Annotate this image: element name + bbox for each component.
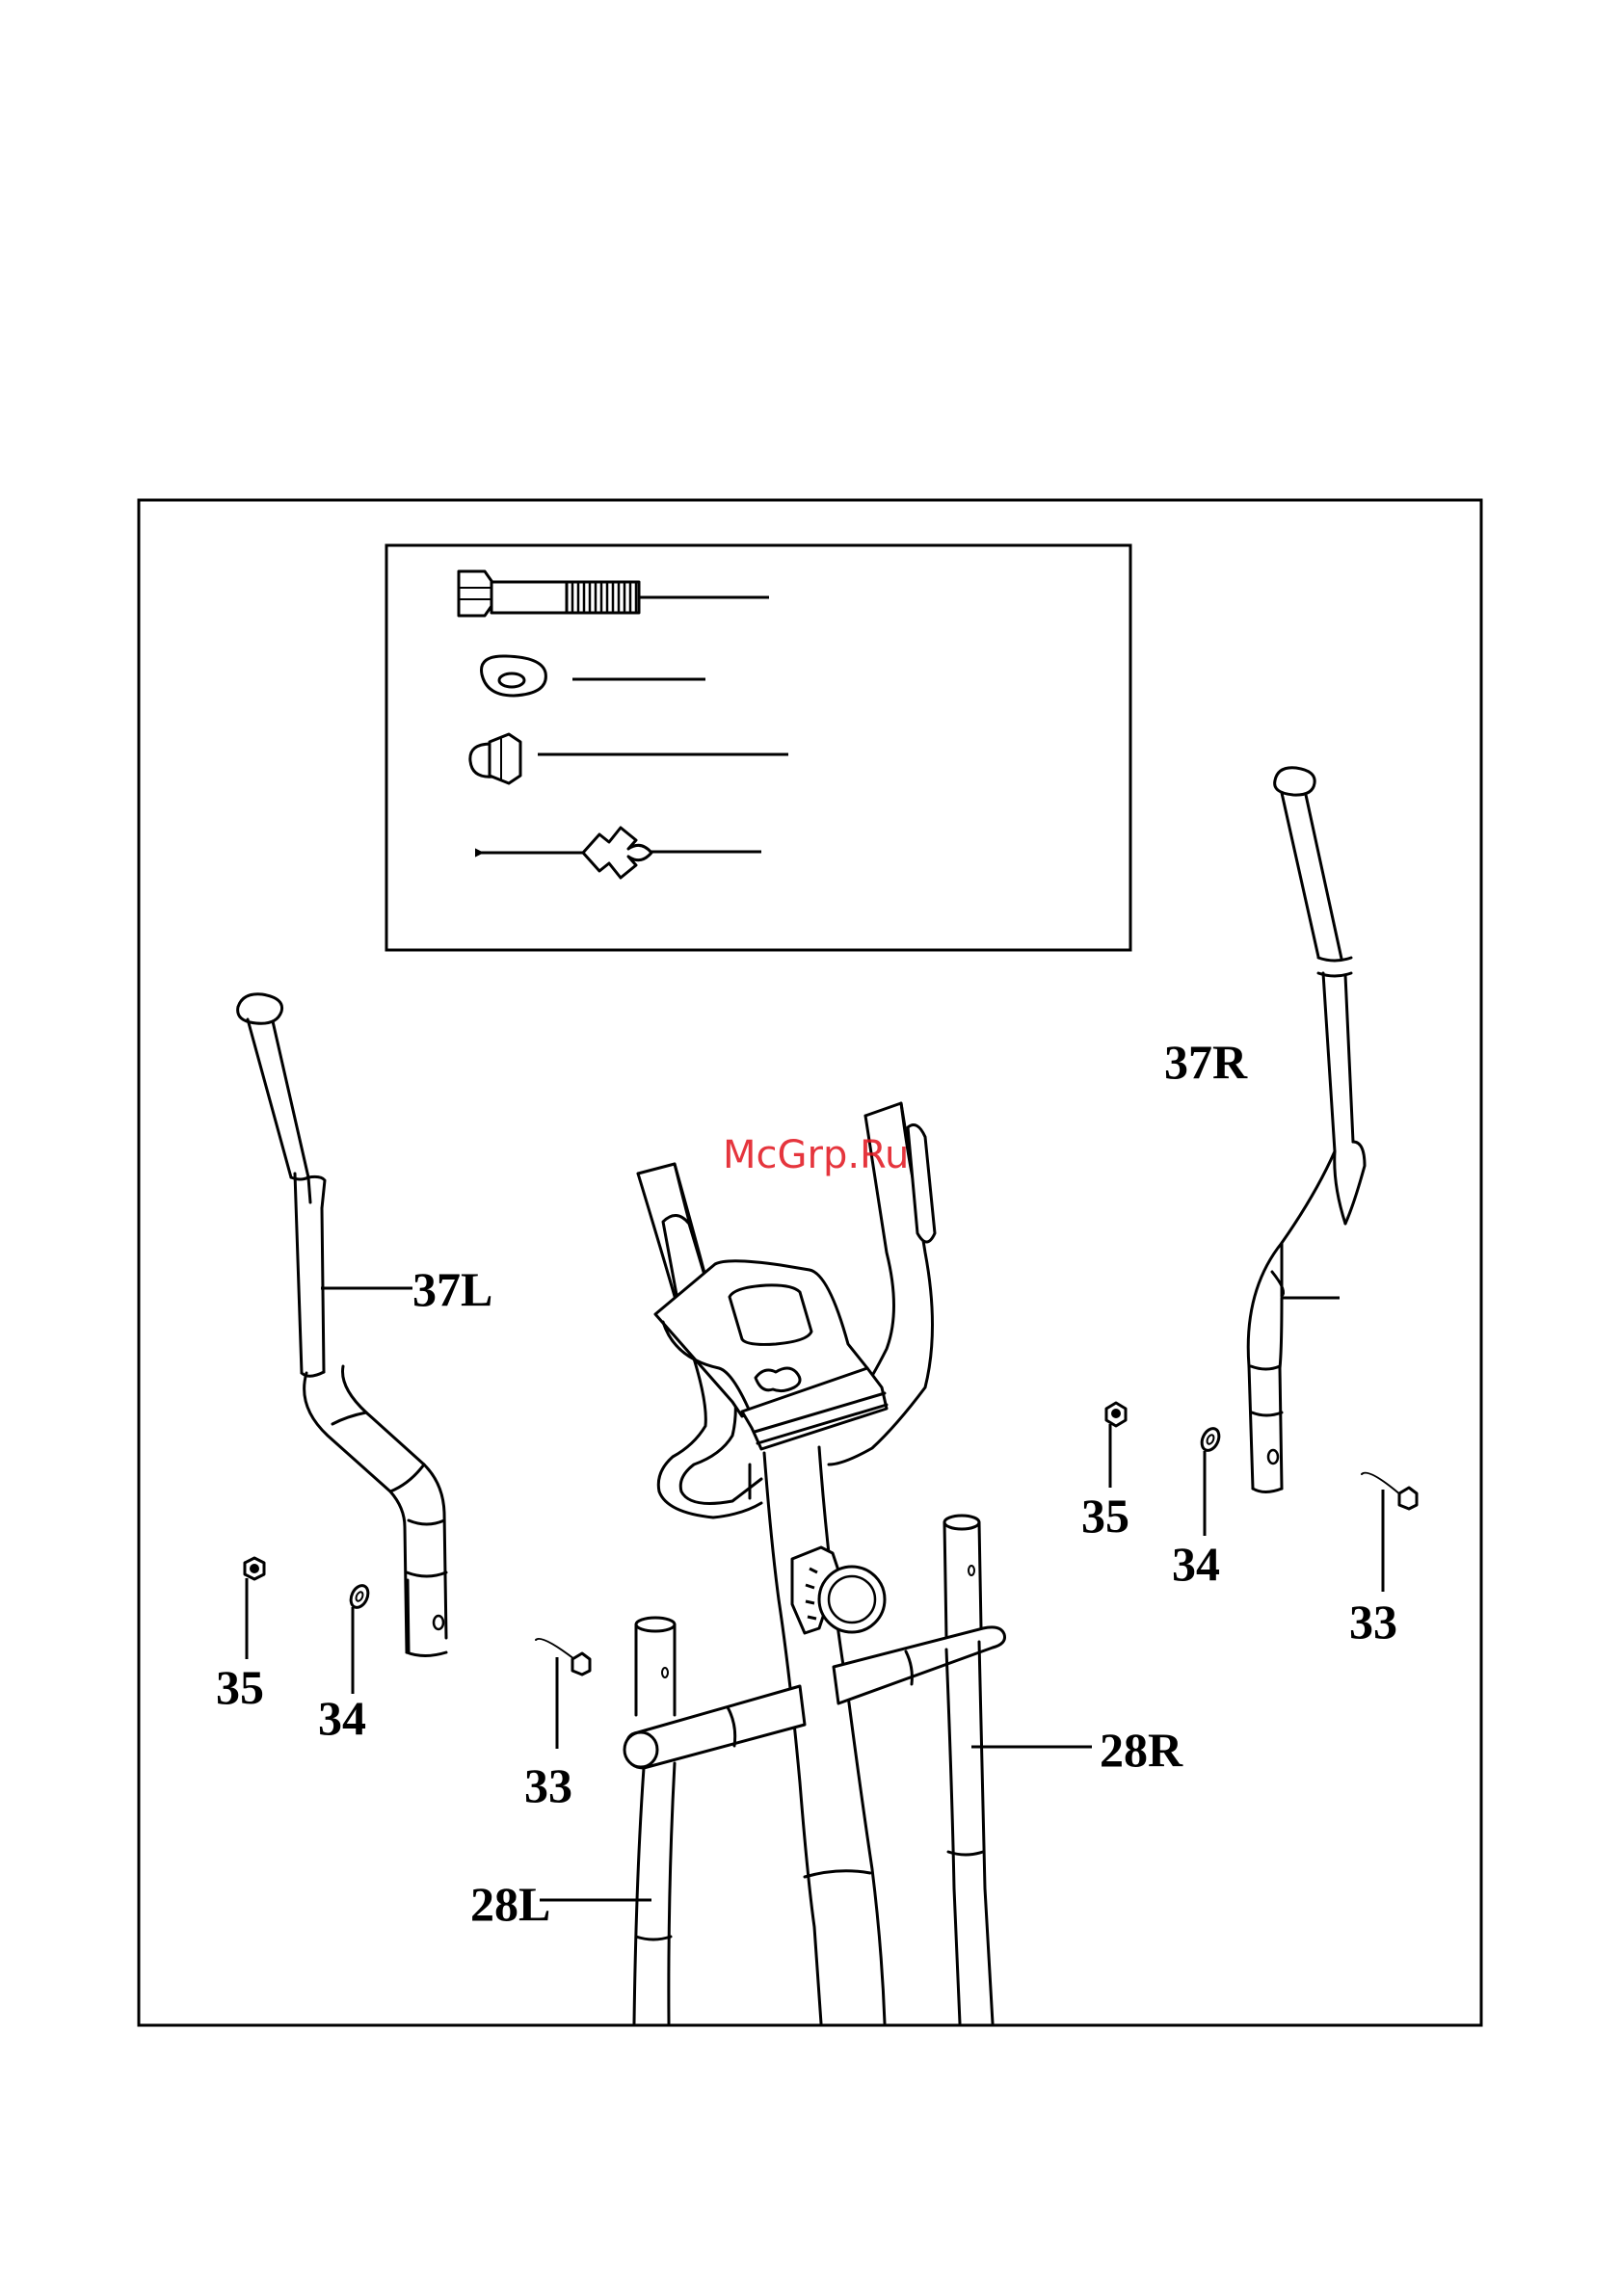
label-34-left: 34 (318, 1691, 366, 1745)
bolt-33-right-icon (1362, 1473, 1417, 1592)
right-hardware-group (1106, 1403, 1417, 1592)
main-frame (638, 1103, 935, 2023)
label-34-right: 34 (1172, 1537, 1220, 1591)
tension-knob-icon (792, 1547, 885, 1633)
washer-34-right-icon (1199, 1426, 1223, 1536)
label-37R: 37R (1164, 1035, 1248, 1089)
hardware-inset (386, 545, 1130, 950)
spanner-tool-icon (476, 828, 761, 878)
label-35-right: 35 (1081, 1489, 1129, 1543)
left-handlebar-37L (238, 994, 446, 1656)
right-handlebar-37R (1248, 768, 1365, 1492)
diagram-frame (139, 500, 1481, 2025)
bolt-icon (459, 571, 769, 616)
label-28R: 28R (1100, 1723, 1183, 1777)
left-hardware-group (245, 1558, 590, 1749)
label-37L: 37L (412, 1262, 492, 1316)
label-33-right: 33 (1349, 1595, 1397, 1649)
cap-nut-35-left-icon (245, 1558, 264, 1659)
label-35-left: 35 (216, 1660, 264, 1714)
washer-34-left-icon (348, 1583, 372, 1694)
bolt-33-left-icon (536, 1639, 590, 1749)
label-28L: 28L (470, 1877, 550, 1931)
cap-nut-35-right-icon (1106, 1403, 1126, 1488)
watermark: McGrp.Ru (723, 1133, 909, 1177)
curved-washer-icon (482, 656, 705, 696)
cap-nut-icon (470, 734, 788, 783)
label-33-left: 33 (524, 1758, 572, 1812)
lower-arm-28L (540, 1618, 805, 2023)
